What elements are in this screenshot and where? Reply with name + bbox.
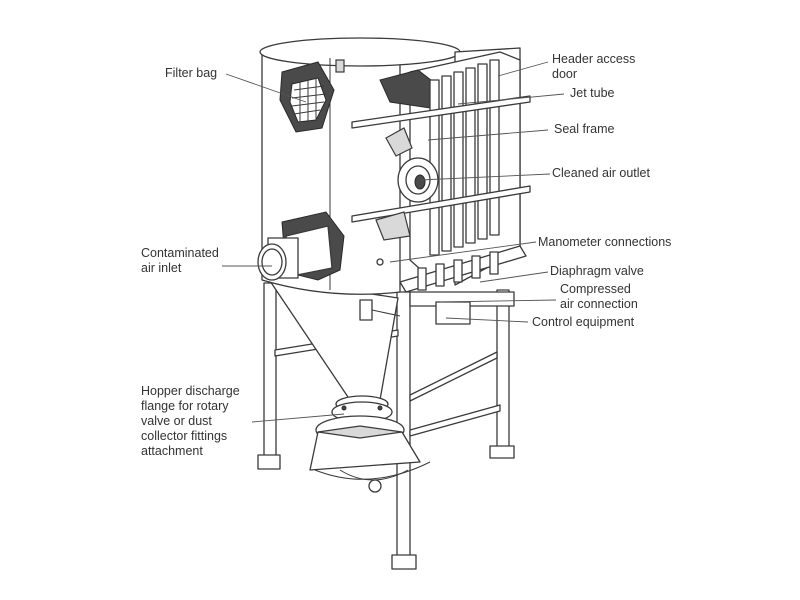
- label-manometer-connections: Manometer connections: [538, 235, 672, 249]
- label-compressed-air-connection: Compressed air connection: [560, 282, 638, 311]
- filter-bag-window: [279, 61, 335, 133]
- discharge-fitting: [309, 415, 431, 493]
- label-contaminated-air-inlet: Contaminated air inlet: [141, 246, 219, 275]
- support-legs: [257, 282, 515, 570]
- label-filter-bag: Filter bag: [165, 66, 218, 80]
- label-header-access-door: Header access door: [552, 52, 636, 81]
- pulse-equipment: [359, 245, 527, 325]
- contaminated-air-inlet: [257, 211, 345, 281]
- leader-lines: [222, 61, 565, 423]
- label-jet-tube: Jet tube: [570, 86, 615, 100]
- label-hopper-discharge: Hopper discharge flange for rotary valve…: [141, 384, 240, 458]
- label-cleaned-air-outlet: Cleaned air outlet: [552, 166, 650, 180]
- filter-array: [351, 51, 531, 279]
- label-control-equipment: Control equipment: [532, 315, 635, 329]
- label-diaphragm-valve: Diaphragm valve: [550, 264, 644, 278]
- label-seal-frame: Seal frame: [554, 122, 615, 136]
- cleaned-air-outlet: [397, 157, 439, 203]
